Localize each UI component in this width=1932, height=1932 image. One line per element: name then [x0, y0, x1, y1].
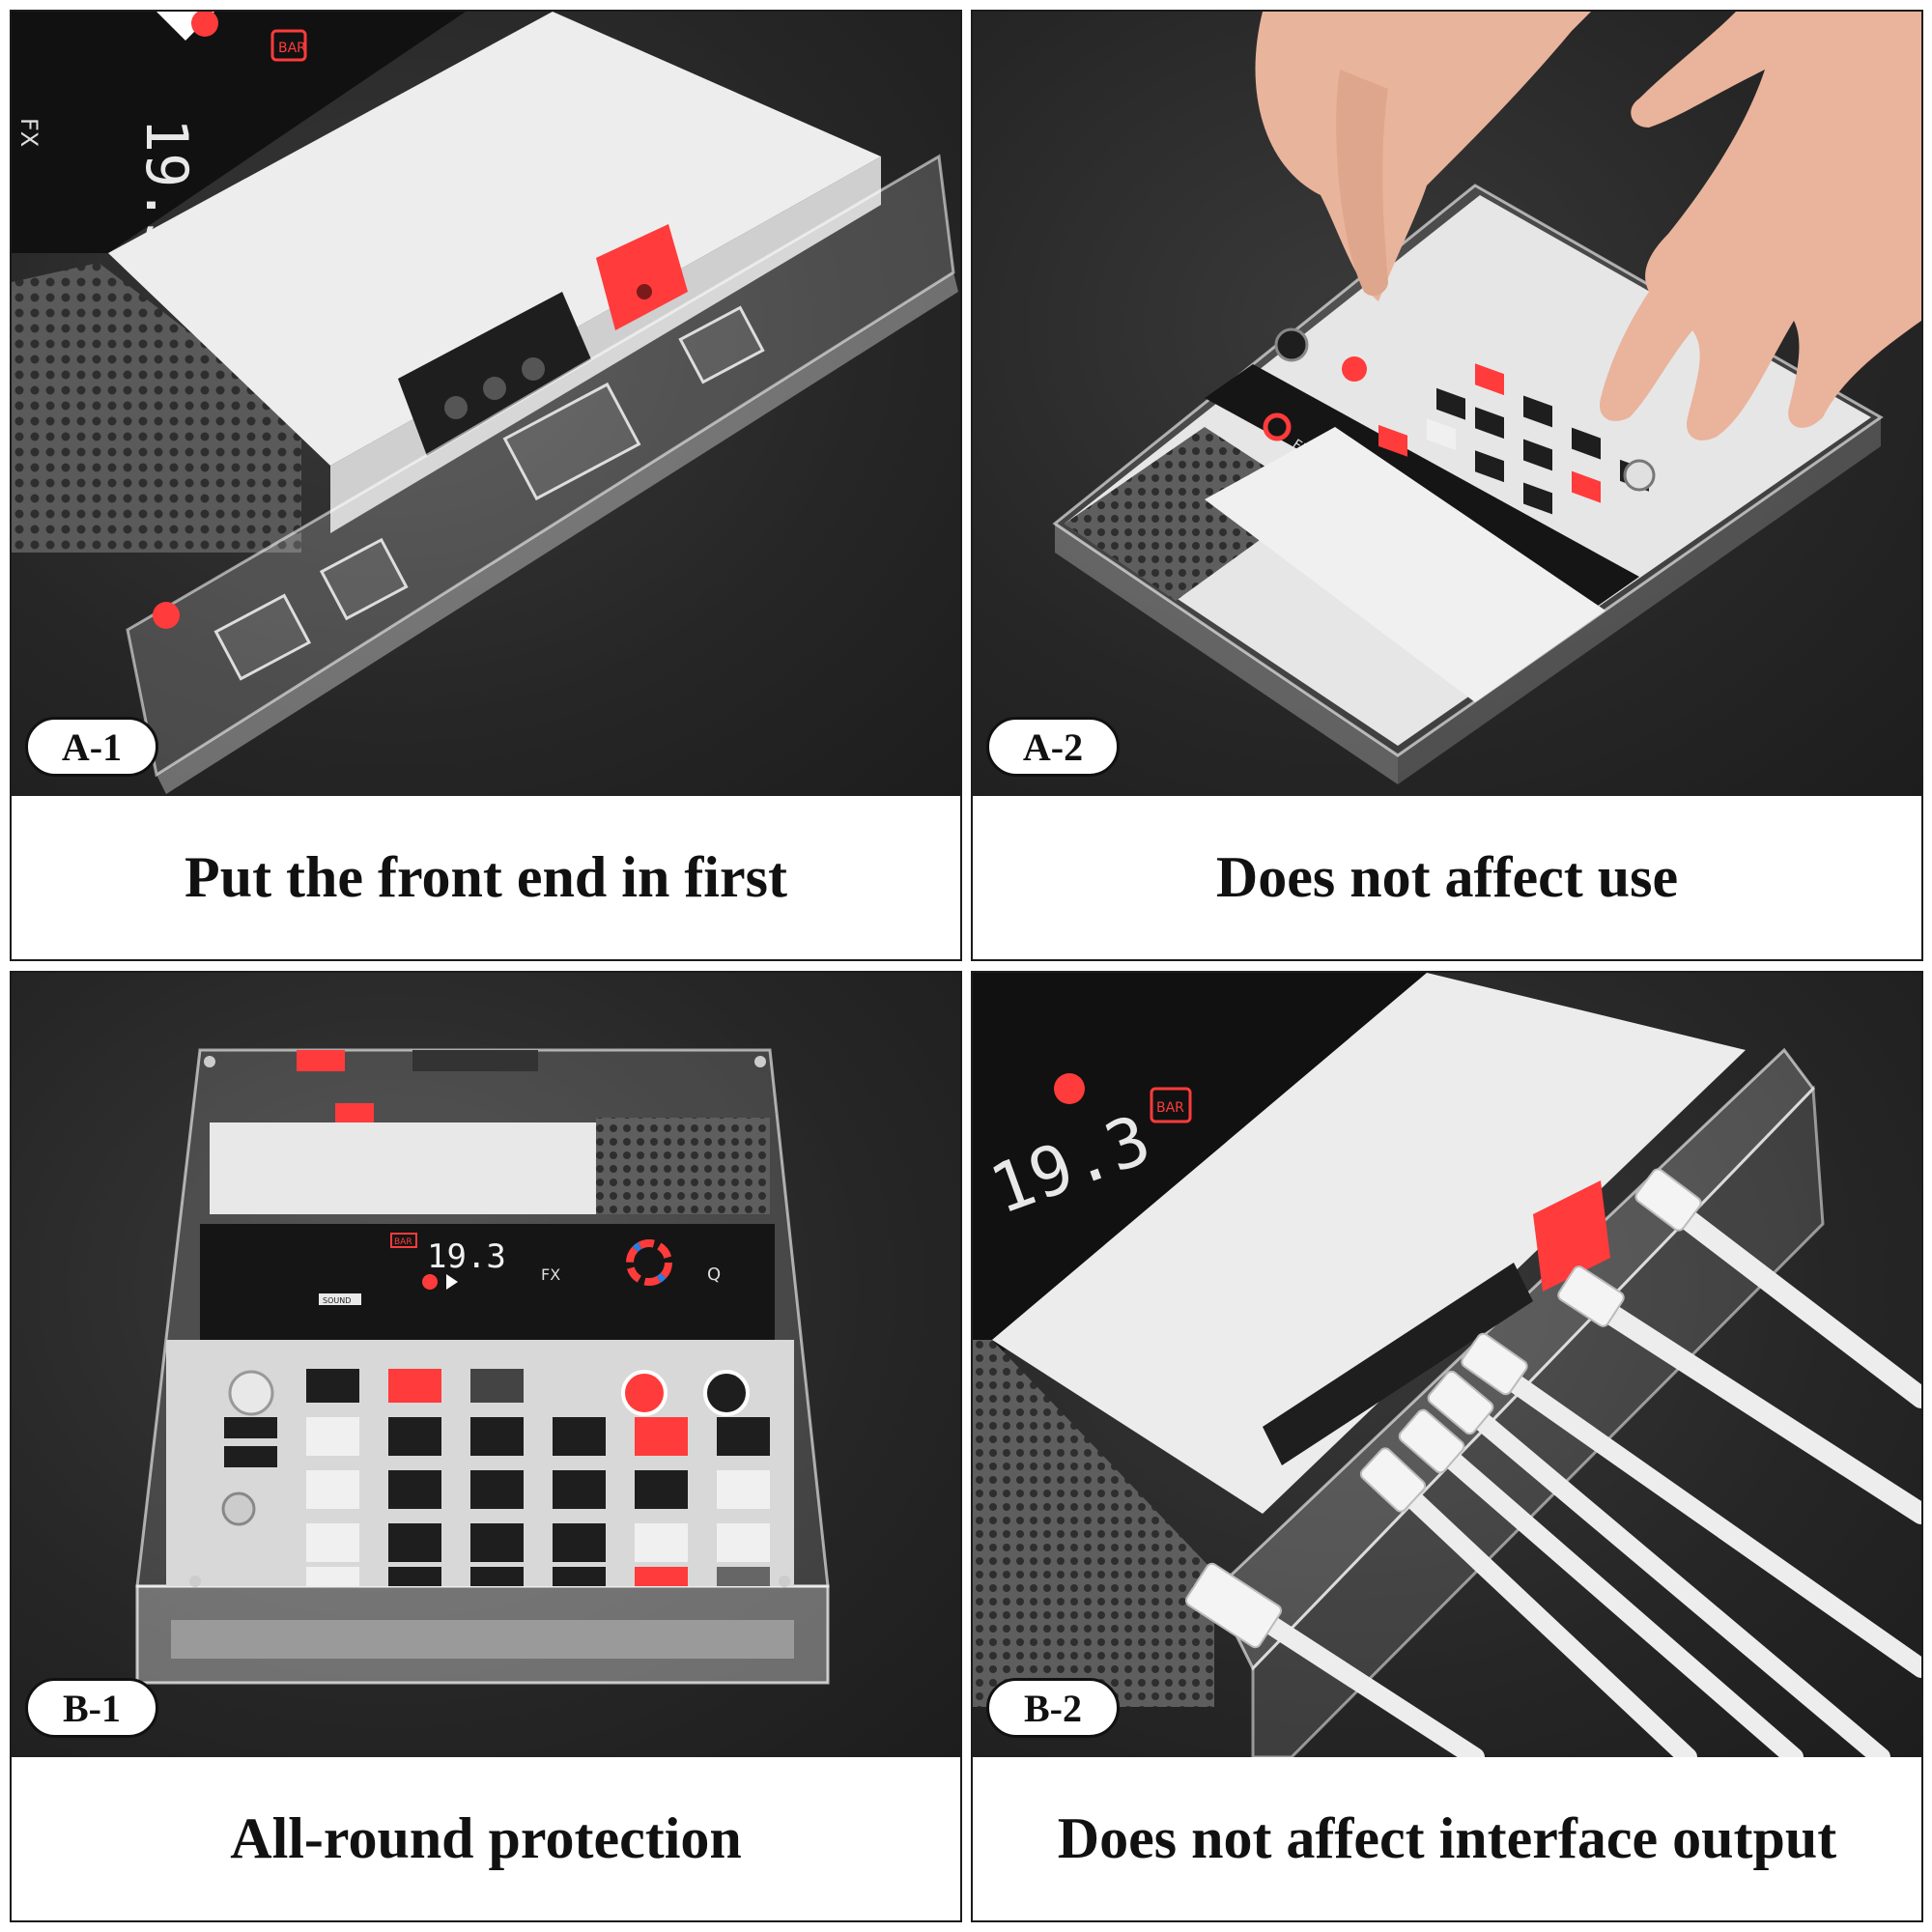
panel-a2: 19.3 FX — [971, 10, 1923, 961]
device-front-view-illustration: 19.3 BAR FX Q SOUND — [135, 1048, 830, 1685]
device-with-cables-illustration: 19.3 BAR — [973, 973, 1921, 1757]
device-with-hands-illustration: 19.3 FX — [1052, 12, 1921, 784]
fx-label: FX — [15, 118, 43, 147]
right-hand — [1591, 12, 1921, 440]
caption-a2: Does not affect use — [973, 796, 1921, 959]
usb-cables — [1224, 1194, 1921, 1757]
panel-a1: 19.3 BAR FX — [10, 10, 962, 961]
photo-b2: 19.3 BAR — [973, 973, 1921, 1757]
bar-label-b2: BAR — [1156, 1100, 1184, 1116]
photo-a2: 19.3 FX — [973, 12, 1921, 796]
caption-b2: Does not affect interface output — [973, 1757, 1921, 1920]
bar-label: BAR — [278, 41, 306, 56]
key-grid-b1 — [224, 1369, 770, 1586]
badge-a1: A-1 — [25, 717, 158, 777]
device-closeup-illustration: 19.3 BAR FX — [12, 12, 958, 794]
badge-b1: B-1 — [25, 1678, 158, 1738]
badge-b2: B-2 — [986, 1678, 1120, 1738]
usb-plugs — [1184, 1168, 1702, 1649]
caption-b1: All-round protection — [12, 1757, 960, 1920]
panel-b1: 19.3 BAR FX Q SOUND — [10, 971, 962, 1922]
fx-label-b1: FX — [541, 1265, 560, 1284]
photo-b1: 19.3 BAR FX Q SOUND — [12, 973, 960, 1757]
q-label: Q — [707, 1264, 721, 1285]
photo-a1: 19.3 BAR FX — [12, 12, 960, 796]
display-readout-b1: 19.3 — [427, 1237, 506, 1276]
sound-label: SOUND — [323, 1296, 351, 1305]
key-grid-a2 — [1378, 363, 1649, 515]
panel-b2: 19.3 BAR — [971, 971, 1923, 1922]
bar-label-b1: BAR — [394, 1237, 412, 1247]
badge-a2: A-2 — [986, 717, 1120, 777]
caption-a1: Put the front end in first — [12, 796, 960, 959]
